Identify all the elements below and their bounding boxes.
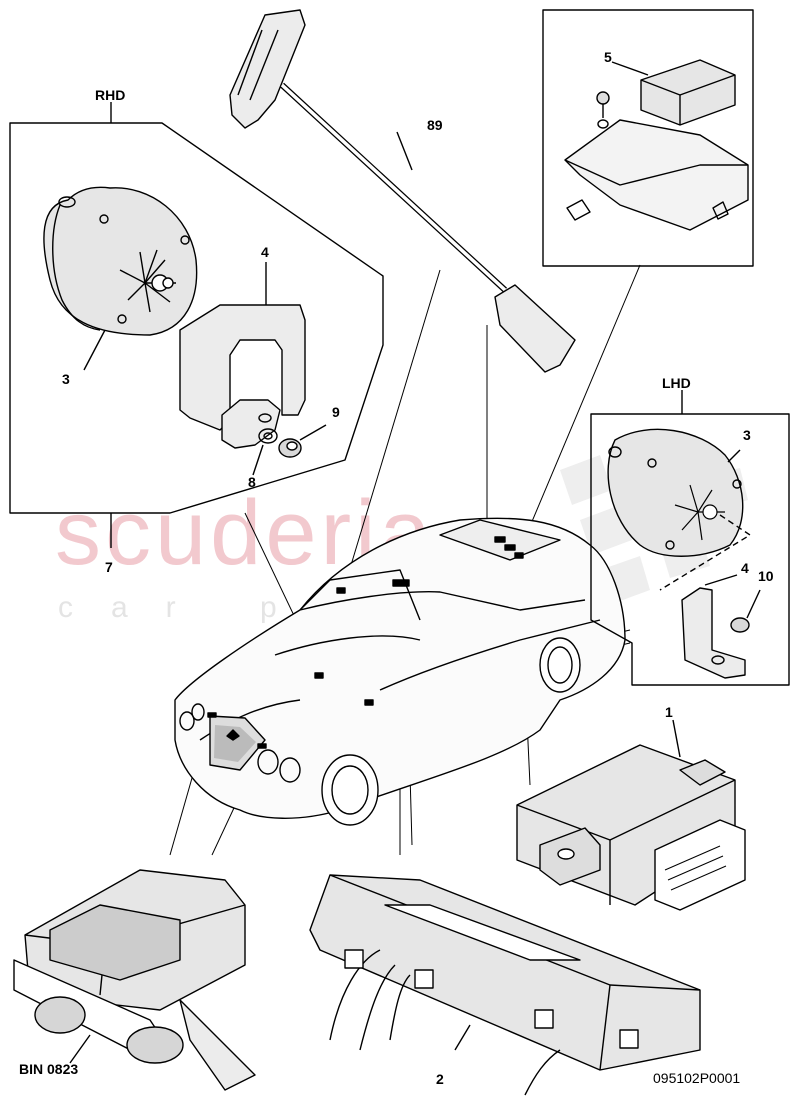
label-part-10: 10: [758, 568, 774, 584]
bracket-rhd: [179, 262, 306, 449]
horn-rhd: [43, 186, 198, 336]
label-part-4-lhd: 4: [741, 560, 749, 576]
label-part-7: 7: [105, 559, 113, 575]
module-part-2: [309, 874, 701, 1096]
label-part-5: 5: [604, 49, 612, 65]
label-part-3-rhd: 3: [62, 371, 70, 387]
module-part-1: [516, 719, 746, 911]
car-illustration: [174, 517, 626, 826]
label-lhd: LHD: [662, 375, 691, 391]
drawing-number: 095102P0001: [653, 1070, 741, 1086]
label-part-8: 8: [248, 474, 256, 490]
rhd-assembly-box: [9, 102, 384, 548]
label-part-2: 2: [436, 1071, 444, 1087]
label-part-3-lhd: 3: [743, 427, 751, 443]
sensor-bin-0823: [13, 869, 256, 1091]
label-part-9: 9: [332, 404, 340, 420]
nut-9: [278, 424, 327, 458]
label-part-89: 89: [427, 117, 443, 133]
label-part-4-rhd: 4: [261, 244, 269, 260]
bin-code: BIN 0823: [19, 1061, 79, 1077]
horn-rhd-terminal: [119, 249, 176, 313]
control-unit-box-5: [542, 9, 754, 267]
cable-harness-89: [229, 9, 576, 373]
lhd-assembly-box: [590, 390, 790, 686]
label-part-1: 1: [665, 704, 673, 720]
washer-8: [258, 428, 278, 444]
label-rhd: RHD: [95, 87, 126, 103]
